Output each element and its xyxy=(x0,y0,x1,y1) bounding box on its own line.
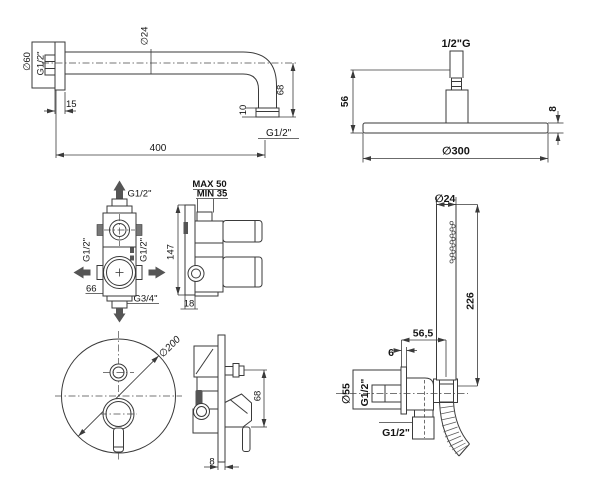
flow-arrow-left-icon xyxy=(73,266,91,279)
handshower-diameter-label: ∅24 xyxy=(435,193,456,205)
handshower-flange-diameter-label: ∅55 xyxy=(340,383,352,404)
mixer-right-inlet-label: G1/2" xyxy=(139,238,150,262)
arm-drop-height-label: 68 xyxy=(276,85,287,96)
head-thread-label: 1/2"G xyxy=(441,38,470,50)
outlet-elbow-body xyxy=(406,377,434,411)
plate-diameter-dim-line xyxy=(77,355,160,437)
flow-arrow-up-icon xyxy=(113,180,126,199)
drawing-overhead-shower: 1/2"G 56 8 ∅300 xyxy=(340,38,564,163)
head-stem-height-label: 56 xyxy=(340,96,351,108)
overhead-shower-outline xyxy=(362,50,549,134)
overhead-shower-dimensions xyxy=(350,69,564,163)
handshower-length-label: 226 xyxy=(464,292,476,310)
mixer-left-inlet-label: G1/2" xyxy=(82,238,93,262)
trim-plate-edge xyxy=(217,334,226,463)
outlet-wall-plate xyxy=(400,366,407,415)
head-edge-thickness-label: 8 xyxy=(548,106,559,112)
drawing-mixer-valve: G1/2" G1/2" G1/2" 66 G3/4" MAX 50 MIN 35… xyxy=(73,179,263,323)
drawing-shower-arm: ∅60 G1/2" ∅24 15 400 68 10 G1/2" xyxy=(22,27,299,158)
shower-hose xyxy=(439,401,470,457)
plate-diameter-label: ∅200 xyxy=(157,334,183,360)
arm-pipe-diameter-label: ∅24 xyxy=(140,27,151,46)
mixer-body-height-label: 147 xyxy=(166,244,177,260)
mixer-depth-max-label: MAX 50 xyxy=(192,179,226,190)
arm-outlet-height-label: 10 xyxy=(238,105,249,116)
handshower-offset-label: 56,5 xyxy=(413,328,434,340)
mixer-depth-min-label: MIN 35 xyxy=(197,189,228,200)
trim-plate-dimensions xyxy=(204,369,267,470)
head-diameter-label: ∅300 xyxy=(442,146,470,158)
mixer-top-outlet-label: G1/2" xyxy=(128,189,152,200)
mixer-body-width-label: 66 xyxy=(86,284,97,295)
trim-plate-front-view xyxy=(55,331,182,462)
handshower-hose-thread-label: G1/2" xyxy=(382,427,410,439)
shower-arm-outline xyxy=(31,41,296,118)
mixer-side-view xyxy=(183,204,263,297)
arm-outlet-thread-label: G1/2" xyxy=(266,128,292,139)
handshower-plate-thickness-label: 6 xyxy=(388,347,394,359)
mixer-dimensions xyxy=(175,189,228,310)
plate-thickness-label: 8 xyxy=(209,457,214,468)
hand-shower-outline xyxy=(336,204,470,457)
handshower-nozzle-texture xyxy=(449,221,456,264)
flow-arrow-down-icon xyxy=(113,308,126,323)
mixer-plate-depth-label: 18 xyxy=(184,299,195,310)
drawing-hand-shower: ∅24 226 56,5 6 ∅55 G1/2" G1/2" xyxy=(336,193,480,457)
drawing-trim-plate: ∅200 68 8 xyxy=(55,331,267,470)
flow-arrow-right-icon xyxy=(148,266,166,279)
arm-flange-diameter-label: ∅60 xyxy=(22,52,33,71)
arm-plate-depth-label: 15 xyxy=(66,99,77,110)
handshower-nut xyxy=(439,379,454,403)
hand-shower-dimensions xyxy=(379,197,480,423)
arm-length-label: 400 xyxy=(150,143,167,154)
plate-handle-drop-label: 68 xyxy=(253,391,264,402)
handshower-flange-thread-label: G1/2" xyxy=(359,379,371,407)
mixer-front-view xyxy=(73,180,166,323)
trim-plate-side-view xyxy=(192,334,252,463)
shower-arm-dimensions xyxy=(44,63,299,158)
mixer-bottom-outlet-label: G3/4" xyxy=(134,294,158,305)
arm-wall-thread-label: G1/2" xyxy=(36,52,47,76)
hose-connector-block xyxy=(412,416,435,440)
